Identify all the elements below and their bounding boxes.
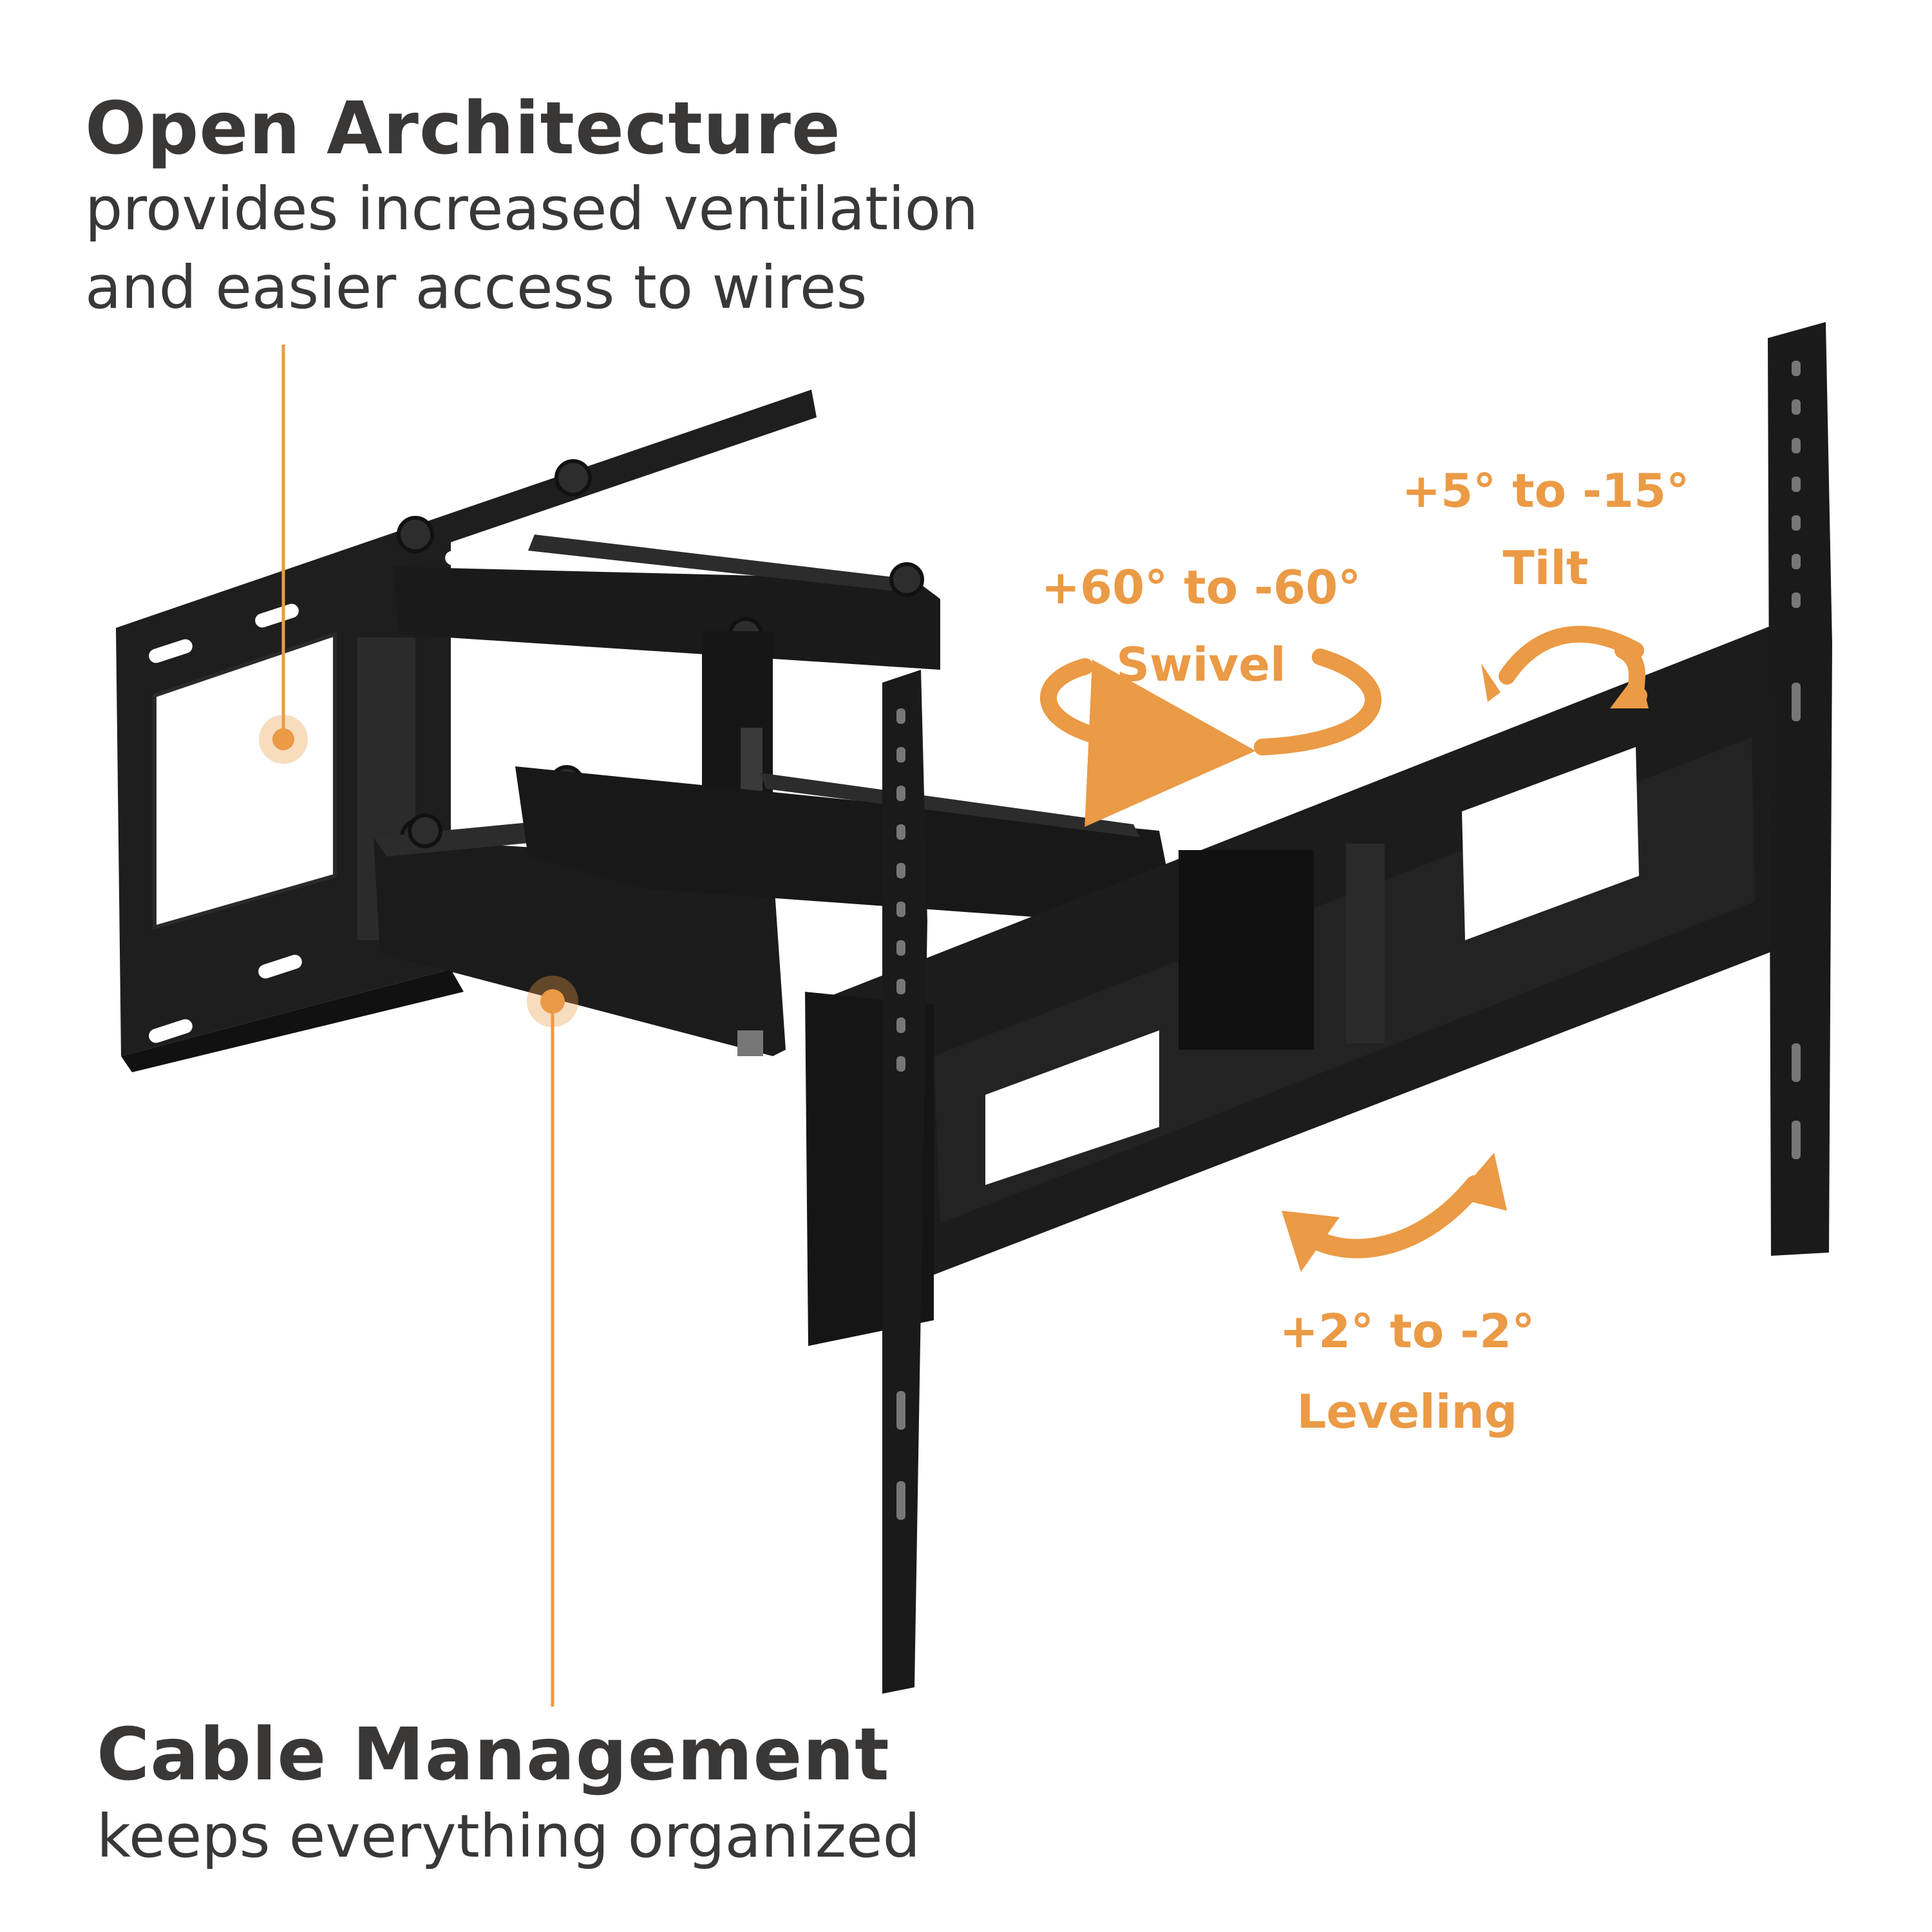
leveling-label: Leveling: [1296, 1385, 1518, 1439]
swivel-label: Swivel: [1116, 638, 1286, 692]
tilt-arrow-icon: [1481, 625, 1649, 708]
leveling-range: +2° to -2°: [1279, 1304, 1535, 1358]
tv-bracket: [805, 322, 1832, 1694]
wall-plate: [116, 390, 817, 1072]
leveling-arrow-icon: [1282, 1153, 1507, 1272]
open-architecture-description-line1: provides increased ventilation: [85, 175, 979, 243]
open-architecture-description-line2: and easier access to wires: [85, 253, 867, 322]
cable-management-title: Cable Management: [97, 1713, 890, 1797]
open-architecture-title: Open Architecture: [85, 87, 841, 171]
articulating-arms: [374, 535, 1179, 1056]
swivel-arrow-icon: [1040, 649, 1382, 827]
tilt-label: Tilt: [1502, 541, 1589, 595]
cable-management-pointer: [527, 976, 578, 1707]
cable-management-description: keeps everything organized: [97, 1802, 921, 1871]
swivel-range: +60° to -60°: [1041, 560, 1361, 614]
open-architecture-pointer: [259, 345, 308, 764]
tilt-range: +5° to -15°: [1401, 464, 1690, 518]
